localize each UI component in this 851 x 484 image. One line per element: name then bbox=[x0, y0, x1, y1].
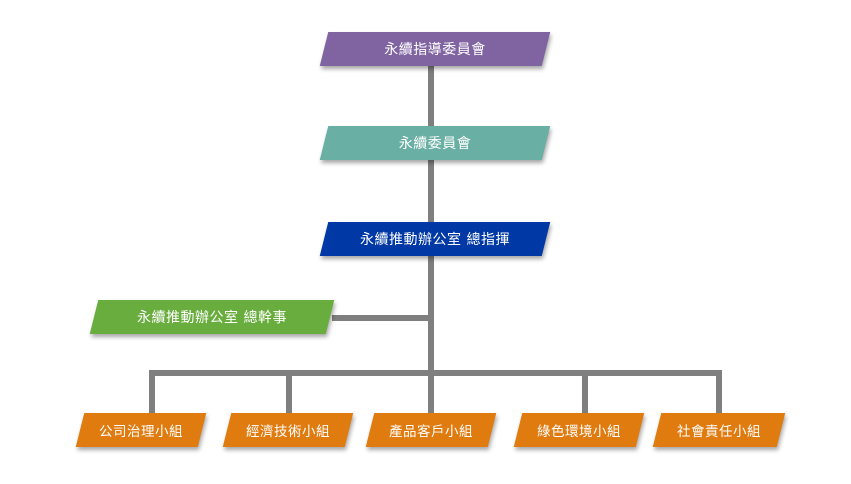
connector-group-2 bbox=[286, 370, 292, 414]
node-group-economic-tech: 經濟技術小組 bbox=[222, 413, 354, 447]
node-label: 永續委員會 bbox=[398, 136, 472, 152]
node-group-governance: 公司治理小組 bbox=[75, 413, 207, 447]
node-office-chief: 永續推動辦公室 總指揮 bbox=[319, 222, 551, 256]
connector-group-1 bbox=[149, 370, 155, 414]
node-label: 永續推動辦公室 總幹事 bbox=[137, 310, 287, 326]
node-label: 公司治理小組 bbox=[99, 424, 183, 440]
node-group-product-customer: 產品客戶小組 bbox=[365, 413, 497, 447]
connector-trunk bbox=[428, 66, 434, 376]
node-sustainability-steering-committee: 永續指導委員會 bbox=[319, 32, 551, 66]
node-label: 產品客戶小組 bbox=[389, 424, 473, 440]
connector-group-4 bbox=[582, 370, 588, 414]
node-label: 社會責任小組 bbox=[677, 424, 761, 440]
connector-group-5 bbox=[716, 370, 722, 414]
node-label: 永續推動辦公室 總指揮 bbox=[360, 232, 510, 248]
node-label: 永續指導委員會 bbox=[384, 42, 486, 58]
node-sustainability-committee: 永續委員會 bbox=[319, 126, 551, 160]
connector-group-3 bbox=[428, 370, 434, 414]
node-group-social-responsibility: 社會責任小組 bbox=[652, 413, 786, 447]
connector-groups-bar bbox=[149, 370, 721, 376]
node-label: 綠色環境小組 bbox=[537, 424, 621, 440]
connector-secretary-branch bbox=[332, 315, 432, 321]
node-group-green-environment: 綠色環境小組 bbox=[513, 413, 645, 447]
node-office-secretary: 永續推動辦公室 總幹事 bbox=[89, 300, 335, 334]
node-label: 經濟技術小組 bbox=[246, 424, 330, 440]
